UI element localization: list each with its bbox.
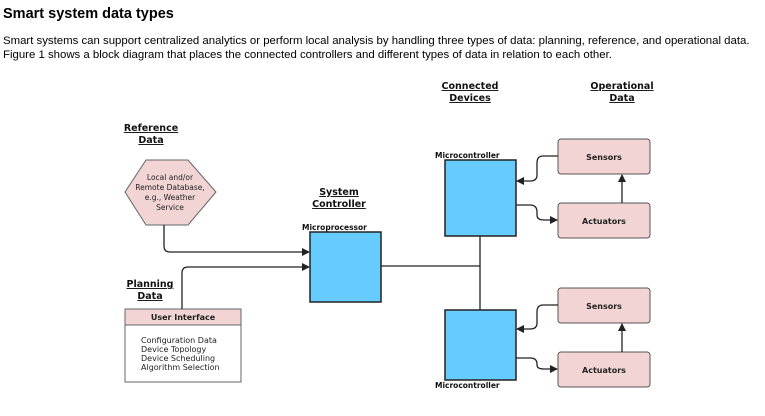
hex-line-2: Remote Database, (135, 183, 205, 192)
user-interface-title: User Interface (151, 313, 216, 322)
planning-data-heading-line1: Planning (127, 279, 174, 290)
top-sensors-label: Sensors (586, 153, 622, 162)
top-actuators-box (557, 202, 651, 239)
microprocessor-block (309, 231, 382, 303)
bottom-sensors-to-mcu-arrow (516, 304, 558, 333)
reference-database-hexagon (124, 159, 217, 226)
bottom-mcu-to-actuators-arrow (516, 357, 558, 373)
bottom-microcontroller-block (444, 309, 517, 381)
operational-data-heading-line2: Data (609, 93, 634, 104)
connected-devices-heading-line1: Connected (442, 81, 499, 92)
bottom-actuators-label: Actuators (582, 366, 626, 375)
reference-to-controller-arrow (163, 225, 310, 256)
bottom-microcontroller-label: Microcontroller (435, 381, 500, 390)
system-controller-heading-line1: System (319, 187, 359, 198)
ui-item: Configuration Data (141, 336, 217, 345)
ui-item: Device Scheduling (141, 354, 215, 363)
hex-line-3: e.g., Weather (145, 193, 196, 202)
operational-data-heading-line1: Operational (590, 81, 653, 92)
top-microcontroller-block (444, 159, 517, 237)
planning-to-controller-arrow (181, 263, 310, 309)
hex-line-1: Local and/or (147, 173, 194, 182)
top-sensors-to-mcu-arrow (516, 155, 558, 185)
hex-line-4: Service (156, 203, 184, 212)
microprocessor-label: Microprocessor (302, 223, 367, 232)
top-mcu-to-actuators-arrow (516, 204, 558, 224)
top-actuators-label: Actuators (582, 217, 626, 226)
connected-devices-heading-line2: Devices (449, 93, 491, 104)
system-controller-heading-line2: Controller (312, 199, 366, 210)
user-interface-header (124, 308, 242, 326)
bottom-actuators-box (557, 351, 651, 388)
intro-paragraph: Smart systems can support centralized an… (3, 35, 750, 61)
ui-item: Algorithm Selection (141, 363, 220, 372)
reference-data-heading-line1: Reference (124, 123, 178, 134)
ui-item: Device Topology (141, 345, 206, 354)
reference-data-heading-line2: Data (138, 135, 163, 146)
top-microcontroller-label: Microcontroller (435, 151, 500, 160)
planning-data-heading-line2: Data (137, 291, 162, 302)
bottom-sensors-label: Sensors (586, 302, 622, 311)
section-title: Smart system data types (3, 6, 174, 22)
